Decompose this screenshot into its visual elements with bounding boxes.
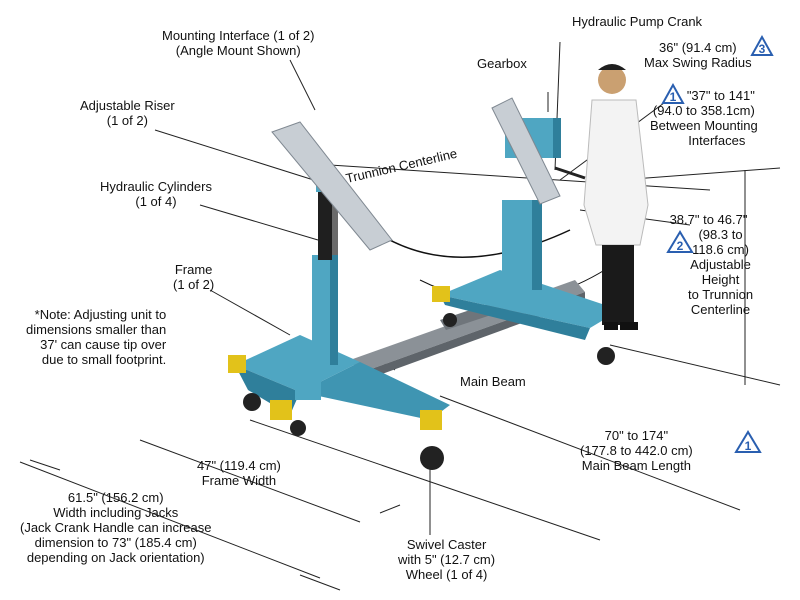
badge-3-label: 3 [759,42,766,56]
badge-icon [661,34,774,453]
adjustable-riser-label: Adjustable Riser (1 of 2) [80,98,175,128]
trunnion-centerline-label: Trunnion Centerline [344,146,458,186]
height-label: 38.7" to 46.7" (98.3 to 118.6 cm) Adjust… [669,212,754,317]
badge-2-label: 2 [677,239,684,253]
right-frame [432,97,620,365]
badge-labels: 3 1 2 1 [670,42,766,453]
gearbox-label: Gearbox [477,56,527,71]
badge-1b-label: 1 [745,439,752,453]
badge-1a-label: 1 [670,90,677,104]
width-including-jacks-label: 61.5" (156.2 cm) Width including Jacks (… [20,490,212,565]
hydraulic-pump-crank-label: Hydraulic Pump Crank [572,14,703,29]
swing-radius-label: 36" (91.4 cm) Max Swing Radius [644,40,752,70]
tip-over-note: *Note: Adjusting unit to dimensions smal… [26,307,167,367]
swivel-caster-label: Swivel Caster with 5" (12.7 cm) Wheel (1… [398,537,496,582]
main-beam-length-label: 70" to 174" (177.8 to 442.0 cm) Main Bea… [580,428,693,473]
mounting-interface-label: Mounting Interface (1 of 2) (Angle Mount… [162,28,315,58]
person-figure [583,64,649,330]
mounting-distance-label: "37" to 141" (94.0 to 358.1cm) Between M… [650,88,758,148]
left-frame [228,121,450,470]
frame-label: Frame (1 of 2) [173,262,215,292]
hydraulic-cylinders-label: Hydraulic Cylinders (1 of 4) [100,179,212,209]
frame-width-label: 47" (119.4 cm) Frame Width [197,458,281,488]
main-beam-label: Main Beam [460,374,526,389]
